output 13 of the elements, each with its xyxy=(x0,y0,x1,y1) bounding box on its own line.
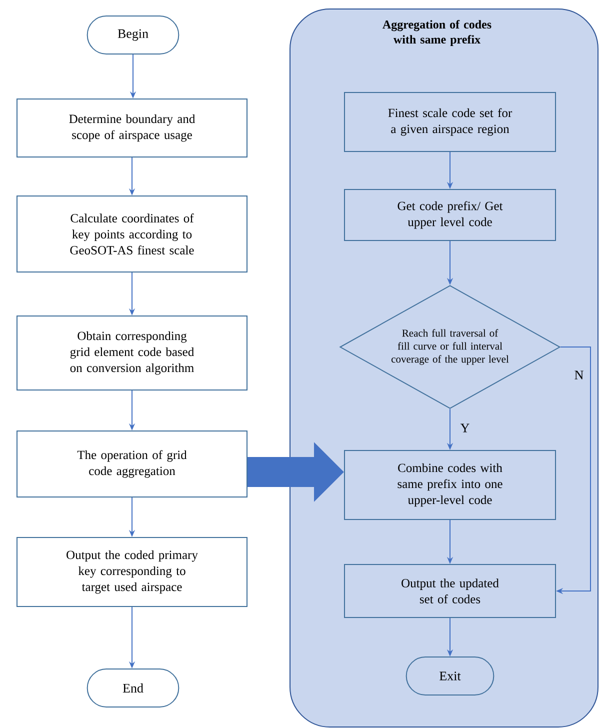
process-box: The operation of grid code aggregation xyxy=(16,430,248,498)
process-box: Combine codes with same prefix into one upper-level code xyxy=(344,450,556,520)
process-box: Determine boundary and scope of airspace usage xyxy=(16,98,248,158)
terminal-box: End xyxy=(86,668,180,708)
terminal-box: Begin xyxy=(86,16,180,54)
process-box: Obtain corresponding grid element code based on conversion algorithm xyxy=(16,316,248,390)
process-box: Get code prefix/ Get upper level code xyxy=(344,189,556,241)
edge-label: N xyxy=(573,370,585,380)
process-box: Output the updated set of codes xyxy=(344,564,556,618)
terminal-box: Exit xyxy=(406,656,494,696)
process-box: Finest scale code set for a given airspace region xyxy=(344,92,556,152)
process-box: Output the coded primary key corresponding to target used airspace xyxy=(16,537,248,607)
process-box: Calculate coordinates of key points according to GeoSOT-AS finest scale xyxy=(16,196,248,272)
